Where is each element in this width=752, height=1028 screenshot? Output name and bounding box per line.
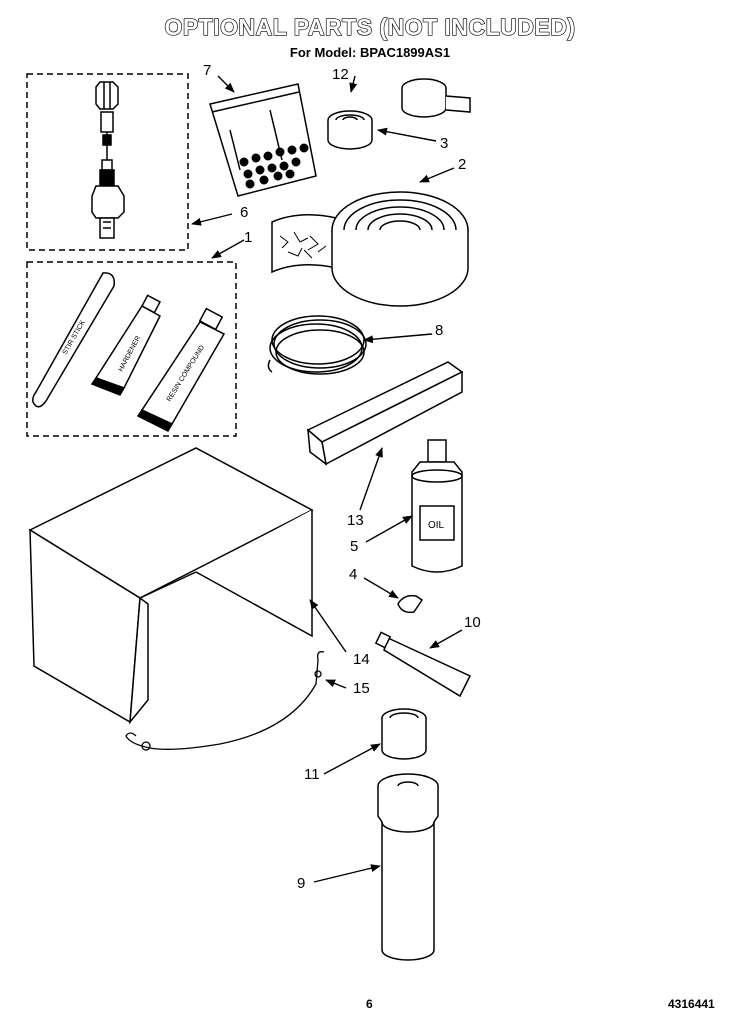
small-can-drawing	[381, 708, 427, 760]
fitting-nuts	[239, 143, 309, 189]
tape-roll-12-drawing	[401, 78, 471, 118]
callout-12: 12	[332, 66, 349, 83]
hardener-tube-drawing	[90, 294, 162, 396]
page-number: 6	[366, 997, 373, 1011]
callout-1: 1	[244, 229, 253, 246]
spray-can-drawing	[377, 773, 439, 961]
document-number: 4316441	[668, 997, 715, 1011]
resin-tube-drawing	[136, 307, 226, 432]
sealant-tube-drawing	[374, 631, 472, 698]
callout-15: 15	[353, 680, 370, 697]
callout-6: 6	[240, 204, 249, 221]
foam-block-drawing	[306, 361, 464, 466]
tape-roll-3-drawing	[327, 110, 373, 150]
fitting-bag-drawing	[209, 83, 317, 197]
callout-3: 3	[440, 135, 449, 152]
oil-bottle-drawing	[411, 439, 463, 573]
callout-2: 2	[458, 156, 467, 173]
callout-11: 11	[304, 766, 320, 783]
callout-arrows	[191, 75, 463, 883]
service-valve-drawing	[91, 81, 125, 239]
callout-14: 14	[353, 651, 370, 668]
valve-cap-drawing	[397, 594, 424, 614]
callout-5: 5	[350, 538, 359, 555]
stir-stick-drawing	[32, 272, 116, 408]
model-subtitle: For Model: BPAC1899AS1	[289, 45, 451, 60]
callout-8: 8	[435, 322, 444, 339]
coil-drawing	[267, 315, 367, 375]
cover-drawing	[28, 447, 314, 725]
callout-4: 4	[349, 566, 358, 583]
callout-13: 13	[347, 512, 364, 529]
callout-9: 9	[297, 875, 306, 892]
callout-10: 10	[464, 614, 481, 631]
insulation-pattern	[279, 231, 327, 259]
valve-kit-box	[26, 73, 189, 251]
callout-7: 7	[203, 62, 212, 79]
oil-label: OIL	[428, 520, 445, 531]
epoxy-kit-box	[26, 261, 237, 437]
drawstring-drawing	[125, 651, 325, 751]
insulation-roll-drawing	[271, 191, 469, 307]
page-title: OPTIONAL PARTS (NOT INCLUDED)	[164, 13, 576, 40]
